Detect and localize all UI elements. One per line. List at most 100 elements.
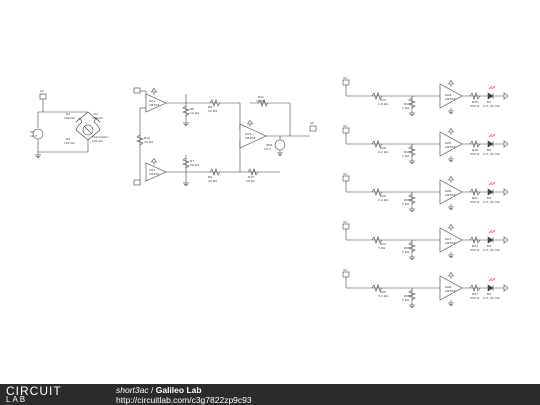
logo-text-bottom: LAB: [6, 395, 28, 404]
opamp-label: OA6: [445, 189, 451, 193]
r-ground-value: 1 kΩ: [402, 154, 410, 158]
led-label: D2: [487, 148, 491, 152]
output-port: [503, 92, 509, 100]
led-icon: [487, 140, 494, 148]
r-ground-label: R17: [404, 150, 410, 154]
resistor: [408, 289, 416, 301]
r-series-label: R13: [380, 98, 386, 102]
supply-icon: [448, 224, 454, 232]
r-led-value: 330 Ω: [470, 200, 480, 204]
resistor: [408, 145, 416, 157]
r-ground-label: R26: [404, 294, 410, 298]
input-node[interactable]: [342, 223, 350, 230]
thermistor-value: 10k kΩ: [92, 139, 103, 143]
resistor: [408, 97, 416, 109]
r2-label: R2: [94, 112, 98, 116]
opamp-part: LM324: [445, 289, 455, 293]
amp-out-node-label: A2: [310, 121, 314, 125]
r1-label: R1: [66, 112, 70, 116]
source-label: V1: [30, 130, 34, 134]
r-led-value: 330 Ω: [470, 296, 480, 300]
r1-value: 10k kΩ: [64, 116, 75, 120]
footer-bar: CIRCUIT LAB short3ac / Galileo Lab http:…: [0, 384, 540, 405]
r8-label: R8: [208, 105, 212, 109]
r8-value: 10 kΩ: [208, 109, 218, 113]
led-icon: [487, 284, 494, 292]
circuitlab-logo[interactable]: CIRCUIT LAB: [6, 384, 96, 404]
resistor: [469, 92, 481, 100]
ground-icon: [447, 107, 455, 114]
ground-icon: [276, 149, 284, 156]
input-node-label: A2: [343, 220, 347, 224]
opamp-part: LM324: [445, 145, 455, 149]
schematic-canvas[interactable]: A1 V1 10 V R1 10k kΩ R2 10k kΩ R3 10k kΩ…: [0, 0, 540, 384]
oa1-part: LM324: [149, 103, 159, 107]
supply-icon: [448, 80, 454, 88]
r-led-label: R24: [472, 244, 478, 248]
ground-icon: [408, 253, 416, 260]
ground-icon: [447, 203, 455, 210]
r-ground-value: 1 kΩ: [402, 202, 410, 206]
opamp: [439, 83, 463, 109]
opamp-label: OA8: [445, 285, 451, 289]
resistor: [469, 188, 481, 196]
output-port: [503, 188, 509, 196]
opamp-label: OA5: [445, 141, 451, 145]
output-port: [503, 140, 509, 148]
resistor: [469, 140, 481, 148]
ground-icon: [408, 205, 416, 212]
r-series-label: R19: [380, 194, 386, 198]
source-value: 10 V: [30, 134, 38, 138]
comparator-stage: [342, 223, 509, 254]
led-value: 2 V, 20 mA: [483, 152, 501, 156]
comparator-stage: [342, 175, 509, 206]
bridge-circuit: [32, 93, 101, 153]
supply-icon: [151, 158, 157, 166]
supply-icon: [448, 272, 454, 280]
r-series-value: 1.8 kΩ: [378, 102, 388, 106]
r3-value: 10k kΩ: [64, 141, 75, 145]
input-node[interactable]: [342, 127, 350, 134]
led-label: D4: [487, 244, 491, 248]
opamp-part: LM324: [445, 193, 455, 197]
ground-icon: [447, 299, 455, 306]
opamp: [439, 131, 463, 157]
vm1-label: VM1: [266, 143, 273, 147]
r6-value: 10 kΩ: [190, 111, 200, 115]
r-series-label: R16: [380, 146, 386, 150]
resistor: [371, 284, 383, 292]
circuit-url[interactable]: http://circuitlab.com/c3g7822zp9c93: [116, 395, 252, 405]
opamp-part: LM324: [445, 97, 455, 101]
resistor: [371, 188, 383, 196]
input-node[interactable]: [342, 271, 350, 278]
ground-icon: [182, 119, 190, 126]
comparator-stage: [342, 79, 509, 110]
r-led-label: R18: [472, 148, 478, 152]
led-value: 2 V, 20 mA: [483, 296, 501, 300]
r9-label: R9: [208, 175, 212, 179]
r10-label: R10: [144, 136, 150, 140]
r7-value: 10 kΩ: [190, 163, 200, 167]
r9-value: 10 kΩ: [208, 179, 218, 183]
supply-icon: [448, 176, 454, 184]
r-series-label: R22: [380, 242, 386, 246]
amplifier-circuit: [133, 87, 317, 186]
opamp-label: OA7: [445, 237, 451, 241]
bridge-node-label: A1: [40, 89, 44, 93]
ground-icon: [408, 157, 416, 164]
led-value: 2 V, 20 mA: [483, 104, 501, 108]
r-ground-label: R14: [404, 102, 410, 106]
input-node-label: A2: [343, 172, 347, 176]
led-icon: [487, 188, 494, 196]
ground-icon: [447, 155, 455, 162]
resistor: [469, 284, 481, 292]
r-ground-value: 1 kΩ: [402, 298, 410, 302]
led-label: D5: [487, 292, 491, 296]
input-node[interactable]: [342, 175, 350, 182]
supply-icon: [247, 120, 253, 128]
input-node[interactable]: [342, 79, 350, 86]
comparator-stage: [342, 271, 509, 302]
r-series-value: 2.2 kΩ: [378, 150, 388, 154]
author-name[interactable]: short3ac: [116, 385, 149, 395]
